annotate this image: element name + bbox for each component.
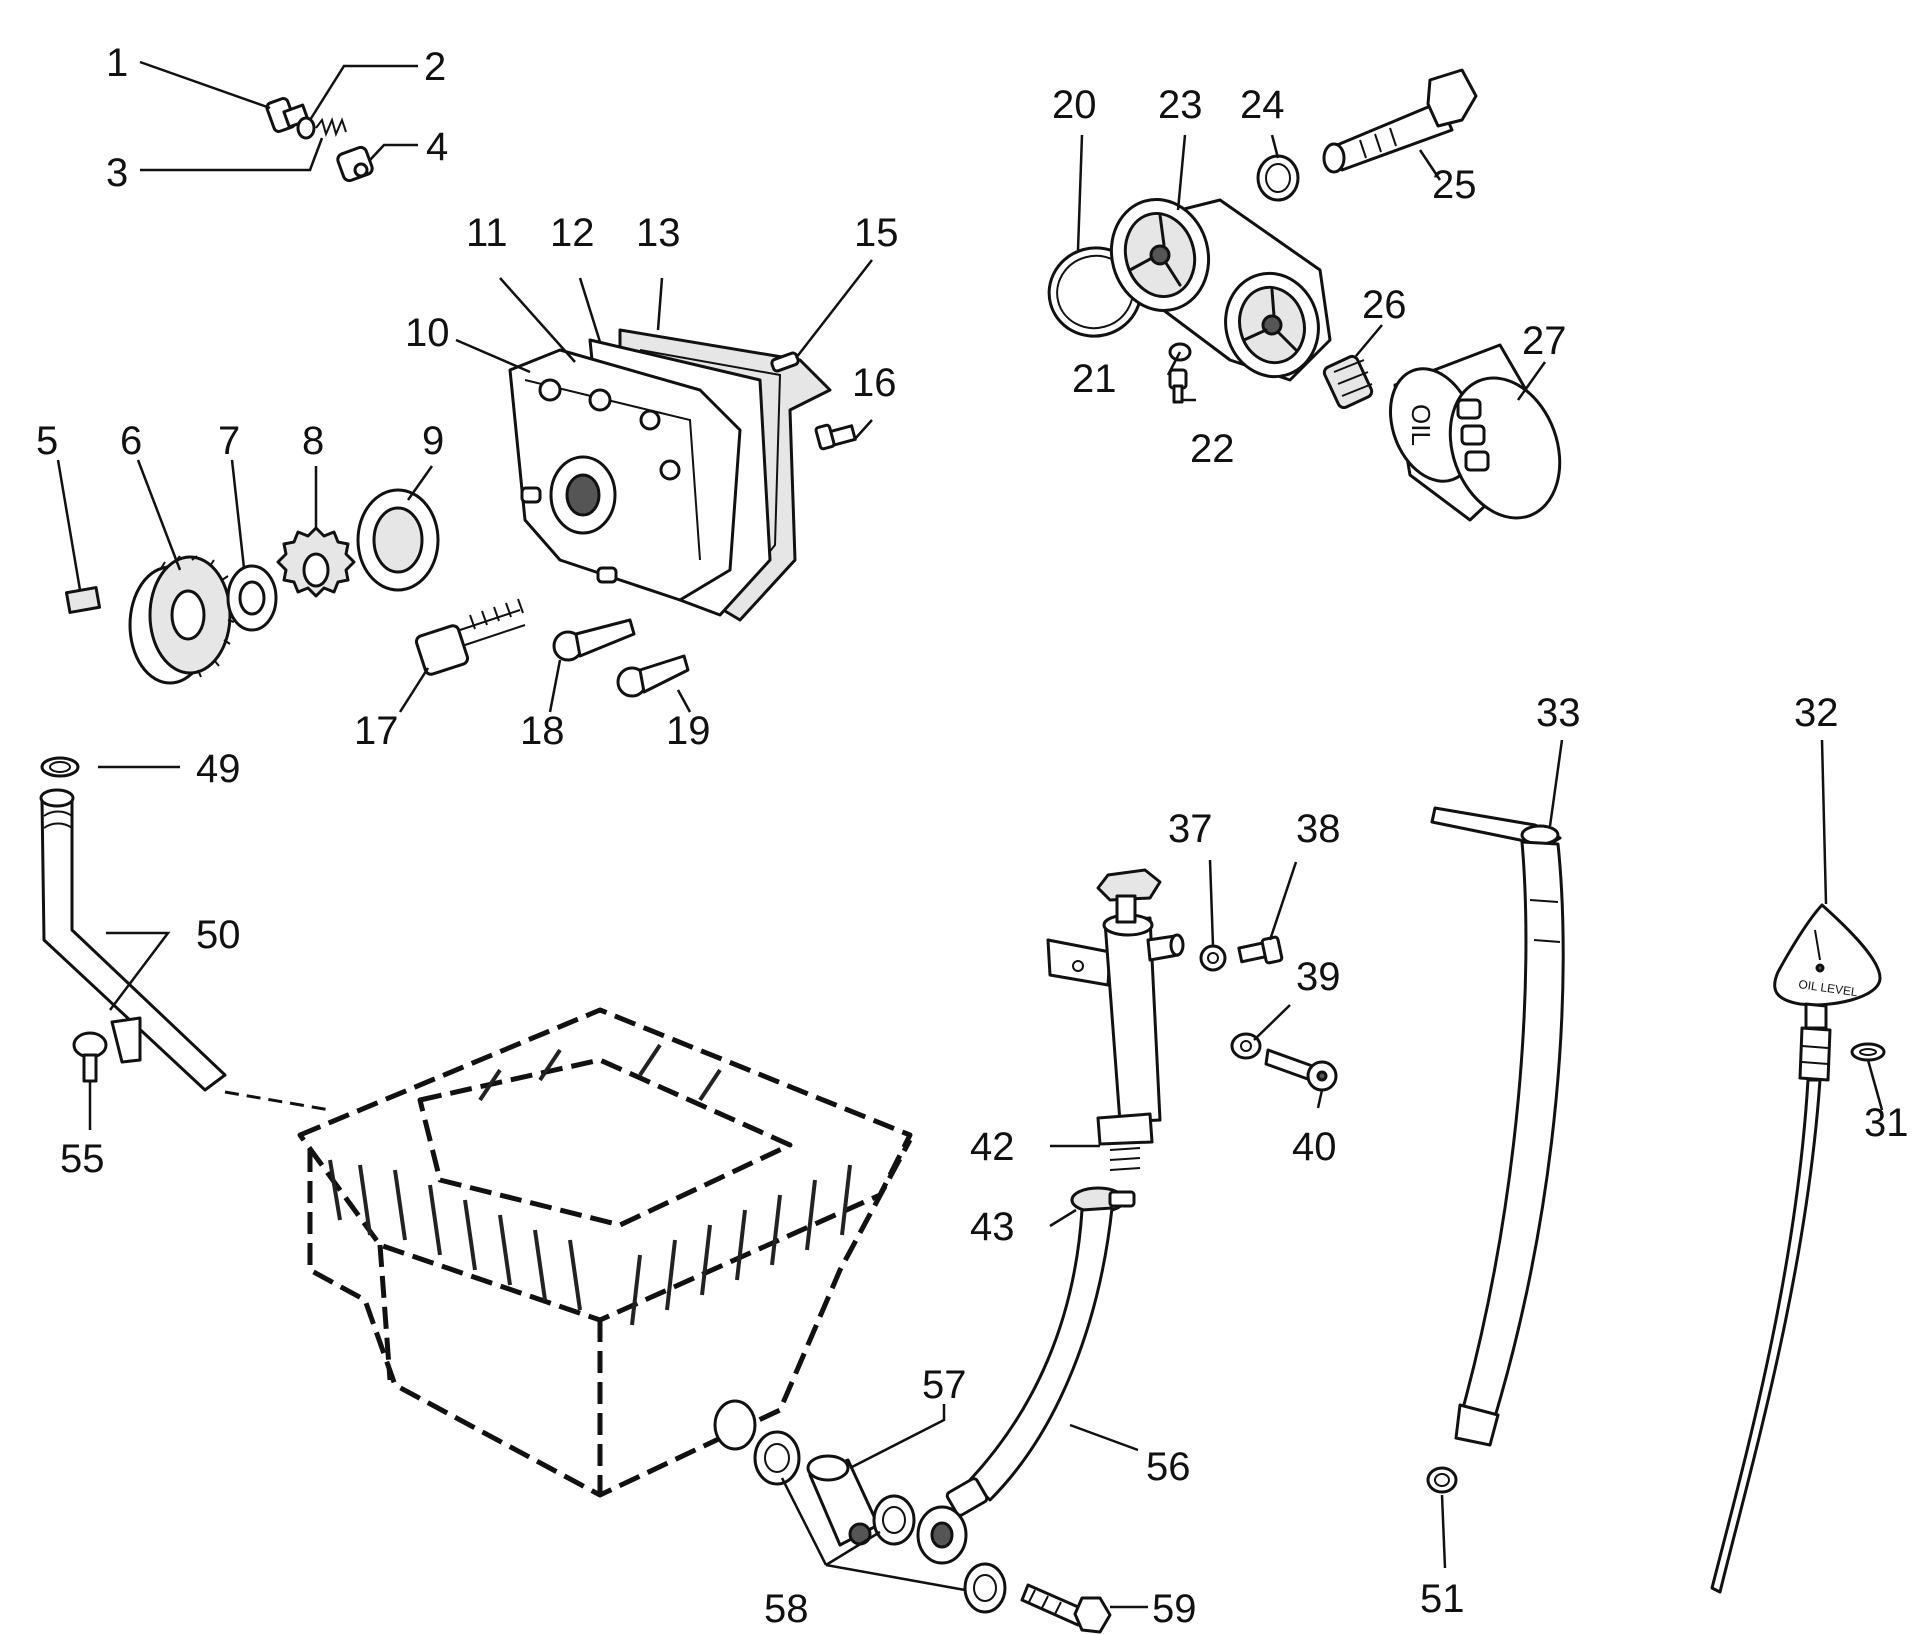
part-58-washers <box>753 1430 1007 1614</box>
label-2: 2 <box>424 45 446 89</box>
label-23: 23 <box>1158 83 1203 127</box>
label-20: 20 <box>1052 83 1097 127</box>
part-2-washer <box>296 116 316 140</box>
label-9: 9 <box>422 419 444 463</box>
label-5: 5 <box>36 419 58 463</box>
part-6-gear <box>128 555 235 685</box>
part-7-seal <box>226 564 278 632</box>
label-25: 25 <box>1432 163 1477 207</box>
part-labels: 1 2 3 4 5 6 7 8 9 10 11 12 13 15 16 17 1… <box>36 41 1909 1631</box>
part-50-pickup-pipe <box>39 788 227 1092</box>
label-10: 10 <box>405 311 450 355</box>
pipe-connection-dashes <box>224 1090 331 1112</box>
label-17: 17 <box>354 709 399 753</box>
label-22: 22 <box>1190 427 1235 471</box>
label-55: 55 <box>60 1137 105 1181</box>
label-40: 40 <box>1292 1125 1337 1169</box>
label-39: 39 <box>1296 955 1341 999</box>
part-27-oil-filter: OIL <box>1388 343 1562 522</box>
label-19: 19 <box>666 709 711 753</box>
part-42-oil-valve <box>1046 868 1185 1171</box>
part-32-dipstick: OIL LEVEL <box>1710 903 1882 1594</box>
label-49: 49 <box>196 747 241 791</box>
label-50: 50 <box>196 913 241 957</box>
part-24-washer <box>1256 154 1300 202</box>
part-26-nipple <box>1322 354 1374 410</box>
label-16: 16 <box>852 361 897 405</box>
part-17-spacer-bolt <box>414 598 526 676</box>
part-23-filter-housing <box>1109 197 1332 382</box>
label-57: 57 <box>922 1363 967 1407</box>
part-4-plug <box>336 145 374 183</box>
part-38-screw <box>1237 935 1284 965</box>
label-42: 42 <box>970 1125 1015 1169</box>
label-1: 1 <box>106 41 128 85</box>
label-4: 4 <box>426 125 448 169</box>
label-6: 6 <box>120 419 142 463</box>
oil-sump <box>297 1007 913 1498</box>
part-25-hollow-bolt <box>1322 68 1478 174</box>
label-26: 26 <box>1362 283 1407 327</box>
label-11: 11 <box>466 211 508 255</box>
label-3: 3 <box>106 151 128 195</box>
part-31-o-ring <box>1850 1042 1886 1062</box>
part-39-washer <box>1230 1032 1262 1060</box>
leader-lines <box>56 60 1884 1609</box>
label-31: 31 <box>1864 1101 1909 1145</box>
label-7: 7 <box>218 419 240 463</box>
label-38: 38 <box>1296 807 1341 851</box>
part-8-inner-rotor <box>276 526 356 598</box>
part-55-screw <box>72 1031 108 1083</box>
label-21: 21 <box>1072 357 1117 401</box>
label-59: 59 <box>1152 1587 1197 1631</box>
part-59-banjo-bolt <box>1020 1583 1112 1634</box>
label-24: 24 <box>1240 83 1285 127</box>
label-18: 18 <box>520 709 565 753</box>
label-13: 13 <box>636 211 681 255</box>
label-58: 58 <box>764 1587 809 1631</box>
part-16-screw <box>814 423 857 451</box>
part-19-cap-screw <box>616 654 690 698</box>
label-8: 8 <box>302 419 324 463</box>
part-49-seal-ring <box>40 756 80 778</box>
part-37-washer <box>1199 944 1227 972</box>
part-3-spring <box>315 117 347 137</box>
part-5-key <box>64 586 102 614</box>
label-27: 27 <box>1522 319 1567 363</box>
label-37: 37 <box>1168 807 1213 851</box>
part-56-oil-hose <box>945 1206 1114 1517</box>
label-51: 51 <box>1420 1577 1465 1621</box>
part-33-dipstick-tube <box>1430 806 1565 1447</box>
part-18-cap-screw <box>552 618 636 662</box>
part-22-screw <box>1168 368 1188 404</box>
part-9-outer-rotor <box>356 488 440 592</box>
part-57-fitting <box>806 1454 880 1547</box>
label-15: 15 <box>854 211 899 255</box>
part-10-11-pump-body <box>508 348 742 602</box>
oil-filter-text: OIL <box>1406 404 1436 446</box>
part-40-cap-screw <box>1264 1048 1338 1092</box>
label-32: 32 <box>1794 691 1839 735</box>
label-56: 56 <box>1146 1445 1191 1489</box>
part-51-seal <box>1426 1466 1458 1494</box>
label-43: 43 <box>970 1205 1015 1249</box>
label-33: 33 <box>1536 691 1581 735</box>
label-12: 12 <box>550 211 595 255</box>
